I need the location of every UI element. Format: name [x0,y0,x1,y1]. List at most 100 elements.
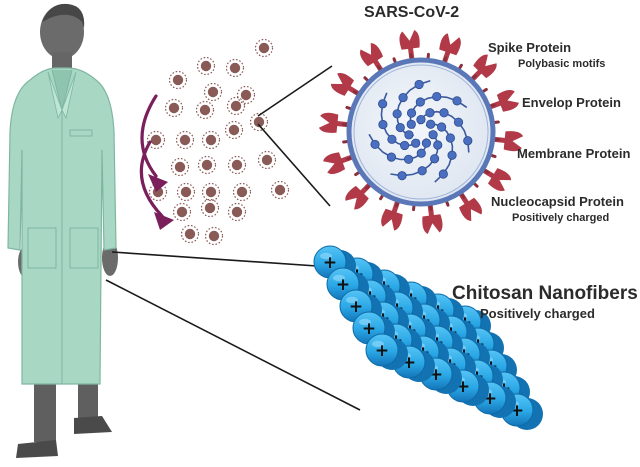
virus-particle-core [204,202,216,214]
virus-particle [257,150,277,170]
virus-particle [168,70,188,90]
nucleocapsid-protein [416,115,426,125]
nanofiber-title: Chitosan Nanofibers [452,283,638,304]
virus-particle-core [240,89,252,101]
virus-particle [196,56,216,76]
virus-particle-core [258,42,270,54]
virus-particle [254,38,274,58]
nucleocapsid-protein [425,108,435,118]
nucleocapsid-protein [452,96,462,106]
nucleocapsid-protein [406,119,416,129]
virus-particle-core [150,134,162,146]
positive-charge-mark: + [349,297,363,317]
nucleocapsid-protein [415,97,425,107]
nucleocapsid-protein [416,148,426,158]
virus-particle [180,224,200,244]
virus-particle-core [168,102,180,114]
nucleocapsid-protein [417,166,427,176]
nucleocapsid-protein [378,119,388,130]
positive-charge-mark: + [362,319,376,339]
nucleocapsid-protein [386,152,397,162]
nucleocapsid-protein [395,122,405,133]
nucleocapsid-protein [392,109,402,119]
nucleocapsid-protein [421,138,432,148]
nucleocapsid-protein [432,91,442,102]
nucleocapsid-protein [453,117,464,127]
nucleocapsid-protein [400,140,410,151]
virus-particle-core [200,60,212,72]
nucleocapsid-protein [414,79,424,90]
virus-particle-core [208,230,220,242]
nucleocapsid-protein-sublabel: Positively charged [512,212,610,224]
nucleocapsid-protein [370,139,380,150]
arrow-icon [139,94,174,230]
virus-particle-core [180,186,192,198]
envelope-protein-label: Envelop Protein [522,95,621,110]
virus-particle [200,198,220,218]
virus-title: SARS-CoV-2 [364,4,460,21]
virus-particle-core [230,100,242,112]
virus-particle [197,155,217,175]
nucleocapsid-protein [398,92,408,103]
virus-particle-core [253,116,265,128]
nucleocapsid-protein [438,169,448,179]
nucleocapsid-protein [428,130,438,140]
virus-particle [164,98,184,118]
virus-particle-core [205,186,217,198]
virus-icon [318,30,524,234]
virus-particle-core [172,74,184,86]
nanofiber-icon: ++++++++++++++++++++++++++++++ [313,245,543,430]
nucleocapsid-protein [433,140,443,150]
virus-particle [249,112,269,132]
virus-particle-core [179,134,191,146]
virus-particle [270,180,290,200]
nucleocapsid-protein [426,119,436,129]
virus-particle-core [184,228,196,240]
nucleocapsid-protein [378,99,388,109]
nucleocapsid-protein [387,134,397,144]
virus-particle-core [229,62,241,74]
nanofiber-segment: + [365,333,408,370]
virus-particle-core [274,184,286,196]
nucleocapsid-protein [430,154,440,164]
nucleocapsid-protein [411,138,421,148]
virus-particle-core [201,159,213,171]
virus-particle [201,182,221,202]
positive-charge-mark: + [336,275,350,295]
nucleocapsid-protein-label: Nucleocapsid Protein [491,194,624,209]
virus-particle-core [231,159,243,171]
nucleocapsid-protein [463,136,473,146]
virus-particle-core [199,104,211,116]
virus-particle [232,182,252,202]
nanofiber-subtitle: Positively charged [480,306,595,321]
virus-particle-core [207,86,219,98]
person-icon [7,3,118,458]
virus-particle [225,58,245,78]
virus-particle-core [236,186,248,198]
nucleocapsid-protein [437,122,447,132]
virus-particle [146,130,166,150]
virus-particle [227,155,247,175]
virus-particle [195,100,215,120]
nucleocapsid-protein [403,154,414,164]
positive-charge-mark: + [375,341,389,361]
nucleocapsid-protein [447,150,457,160]
nucleocapsid-protein [445,133,455,143]
virus-particle [226,96,246,116]
virus-particle [227,202,247,222]
nucleocapsid-protein [404,130,414,140]
virus-particle-core [228,124,240,136]
positive-charge-mark: + [323,253,337,273]
virus-particle [148,182,168,202]
virus-particle-core [174,161,186,173]
membrane-protein-label: Membrane Protein [517,146,631,161]
virus-particle [172,202,192,222]
virus-particle [224,120,244,140]
virus-particle-core [205,134,217,146]
virus-particle [204,226,224,246]
virus-particle [176,182,196,202]
spike-protein-sublabel: Polybasic motifs [518,58,606,70]
virus-particle-core [231,206,243,218]
